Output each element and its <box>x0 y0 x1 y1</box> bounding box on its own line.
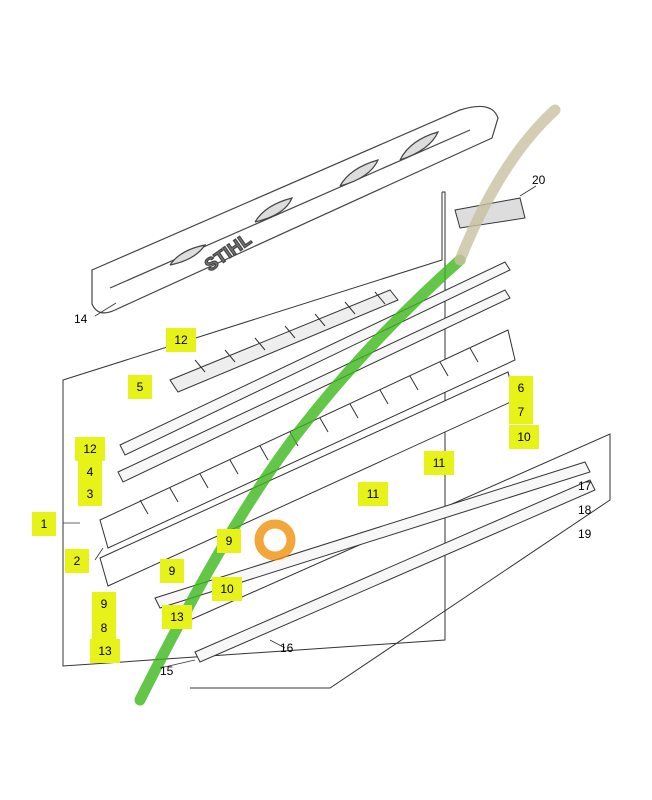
callout-part-10-right[interactable]: 10 <box>509 425 539 449</box>
callout-part-9-top[interactable]: 9 <box>217 529 241 553</box>
callout-part-10-left[interactable]: 10 <box>212 577 242 601</box>
callout-part-8[interactable]: 8 <box>92 616 116 640</box>
callout-part-6[interactable]: 6 <box>509 376 533 400</box>
label-part-15: 15 <box>160 664 174 678</box>
assembly-frame <box>62 191 611 689</box>
lower-bars <box>154 461 596 663</box>
cutting-blades <box>99 329 516 587</box>
callout-part-13-left[interactable]: 13 <box>90 639 120 663</box>
callout-part-11-center[interactable]: 11 <box>358 482 388 506</box>
callout-part-9-left[interactable]: 9 <box>92 592 116 616</box>
callout-part-12-top[interactable]: 12 <box>166 328 196 352</box>
callout-part-1[interactable]: 1 <box>32 512 56 536</box>
leader-lines <box>63 185 537 669</box>
label-part-16: 16 <box>280 641 294 655</box>
label-part-19: 19 <box>578 527 592 541</box>
label-part-14: 14 <box>74 312 88 326</box>
label-part-17: 17 <box>578 479 592 493</box>
blade-guard: STIHL <box>91 105 499 314</box>
label-part-20: 20 <box>532 173 546 187</box>
callout-part-2[interactable]: 2 <box>65 549 89 573</box>
holder-bar <box>169 289 399 393</box>
watermark <box>134 104 561 706</box>
callout-part-3[interactable]: 3 <box>78 482 102 506</box>
callout-part-7[interactable]: 7 <box>509 400 533 424</box>
callout-part-13-mid[interactable]: 13 <box>162 605 192 629</box>
label-part-18: 18 <box>578 503 592 517</box>
callout-part-5[interactable]: 5 <box>128 375 152 399</box>
callout-part-12-left[interactable]: 12 <box>75 437 105 461</box>
callout-part-4[interactable]: 4 <box>78 460 102 484</box>
callout-part-9-mid[interactable]: 9 <box>160 559 184 583</box>
callout-part-11-right[interactable]: 11 <box>424 451 454 475</box>
